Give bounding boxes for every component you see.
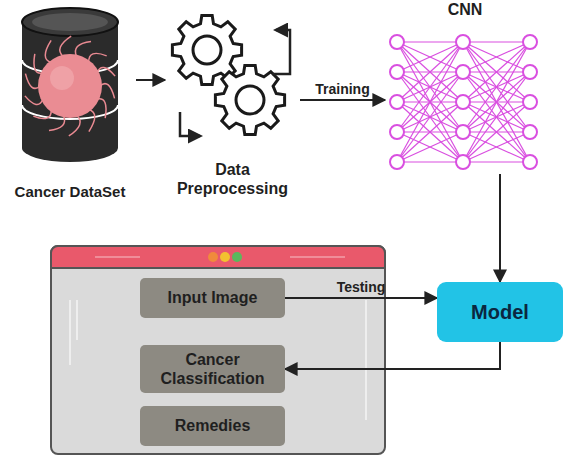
network-link xyxy=(463,41,530,42)
arrow-connector xyxy=(300,99,385,101)
gears-icon xyxy=(172,15,290,136)
network-neuron xyxy=(390,95,404,109)
app-window: Input ImageCancer ClassificationRemedies xyxy=(50,245,386,455)
network-link xyxy=(463,42,530,162)
network-neuron xyxy=(456,65,470,79)
cell-strand xyxy=(89,109,95,131)
network-neuron xyxy=(523,125,537,139)
network-link xyxy=(463,42,530,132)
network-neuron xyxy=(456,155,470,169)
network-neuron xyxy=(390,65,404,79)
cell-strand xyxy=(25,74,40,89)
network-neuron xyxy=(456,125,470,139)
node-label: Data Preprocessing xyxy=(165,160,300,198)
cell-strand xyxy=(89,53,107,62)
network-link xyxy=(463,72,530,162)
network-link xyxy=(463,132,530,162)
network-link xyxy=(397,132,463,162)
network-link xyxy=(463,72,530,162)
network-neuron xyxy=(523,155,537,169)
network-link xyxy=(397,42,463,102)
box-label: Cancer Classification xyxy=(148,350,277,388)
network-neuron xyxy=(523,95,537,109)
network-link xyxy=(463,132,530,162)
cell-strand xyxy=(100,84,115,99)
node-label: Cancer DataSet xyxy=(15,183,126,201)
cell-strand xyxy=(34,54,43,73)
arrow-connector xyxy=(285,297,437,299)
network-link xyxy=(397,102,463,162)
network-link xyxy=(397,42,463,102)
network-link xyxy=(463,102,530,162)
arrow-connector xyxy=(136,79,165,81)
edge-label: Testing xyxy=(337,279,386,295)
network-link xyxy=(463,42,530,72)
network-link xyxy=(397,42,463,132)
ui-button: Input Image xyxy=(140,278,285,318)
cell-strand xyxy=(45,40,51,62)
network-neuron xyxy=(390,35,404,49)
network-link xyxy=(397,42,463,132)
network-neuron xyxy=(523,35,537,49)
app-window xyxy=(51,246,385,454)
network-node: CNN xyxy=(385,0,545,174)
box-label: Input Image xyxy=(168,288,258,307)
database-node: Cancer DataSet xyxy=(4,5,136,201)
ui-button: Remedies xyxy=(140,406,285,446)
network-link xyxy=(397,41,463,42)
network-link xyxy=(463,102,530,162)
model-box: Model xyxy=(437,282,563,342)
network-link xyxy=(463,42,530,162)
arrow-connector xyxy=(285,342,500,369)
node-label: CNN xyxy=(448,0,483,19)
network-link xyxy=(463,161,530,162)
edge-label: Training xyxy=(315,81,369,97)
network-link xyxy=(463,42,530,102)
network-link xyxy=(397,132,463,162)
network-neuron xyxy=(390,125,404,139)
network-link xyxy=(463,42,530,102)
network-neuron xyxy=(523,65,537,79)
network-link xyxy=(397,102,463,162)
database-icon xyxy=(22,8,118,162)
box-label: Remedies xyxy=(175,416,251,435)
ui-button: Cancer Classification xyxy=(140,345,285,393)
network-link xyxy=(397,72,463,162)
network-link xyxy=(463,42,530,72)
process-node: Data Preprocessing xyxy=(165,2,300,198)
network-icon xyxy=(390,35,537,169)
network-link xyxy=(397,42,463,72)
cell-strand xyxy=(60,36,71,57)
network-neuron xyxy=(390,155,404,169)
cell-strand xyxy=(75,42,91,57)
cell-strand xyxy=(33,109,51,118)
network-link xyxy=(397,42,463,72)
network-link xyxy=(397,42,463,162)
cell-strand xyxy=(69,115,80,136)
network-neuron xyxy=(456,95,470,109)
network-link xyxy=(463,42,530,132)
arrow-connector xyxy=(499,174,501,282)
cell-strand xyxy=(97,99,106,118)
box-label: Model xyxy=(471,300,529,324)
cell-strand xyxy=(49,115,65,130)
network-neuron xyxy=(456,35,470,49)
network-link xyxy=(397,161,463,162)
network-link xyxy=(397,42,463,162)
network-link xyxy=(397,72,463,162)
